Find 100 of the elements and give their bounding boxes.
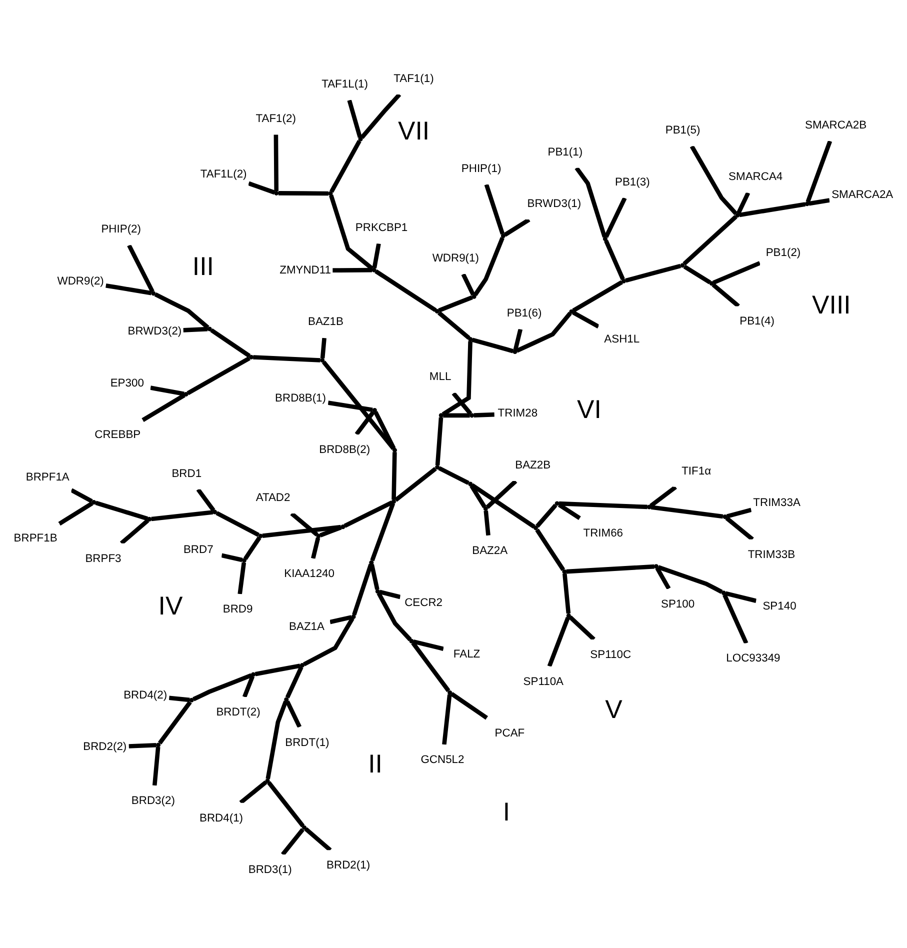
label: III bbox=[192, 252, 214, 280]
connector bbox=[736, 191, 750, 214]
connector bbox=[536, 503, 558, 528]
node-point bbox=[654, 564, 658, 568]
connector bbox=[625, 263, 682, 282]
connector bbox=[58, 501, 94, 526]
connector bbox=[372, 242, 381, 268]
connector bbox=[285, 700, 302, 728]
label: VIII bbox=[812, 291, 851, 320]
connector bbox=[392, 452, 397, 500]
node-text: PRKCBP1 bbox=[355, 222, 408, 234]
node-text: BRD9 bbox=[222, 603, 253, 616]
connector bbox=[328, 400, 373, 412]
node-point bbox=[554, 500, 560, 506]
connector bbox=[370, 564, 380, 590]
node-text: TRIM28 bbox=[498, 407, 538, 420]
node-text: SP140 bbox=[762, 600, 796, 612]
node-text: BRDT(1) bbox=[285, 736, 330, 748]
node-text: GCN5L2 bbox=[420, 754, 464, 766]
connector bbox=[128, 742, 156, 748]
connector bbox=[196, 488, 216, 512]
node-text: BRWD3(2) bbox=[128, 324, 182, 337]
connector bbox=[142, 392, 186, 422]
node-text: PB1(6) bbox=[506, 307, 542, 320]
node-text: BRWD3(1) bbox=[527, 197, 582, 210]
connector bbox=[106, 282, 152, 295]
node-text: SMARCA2B bbox=[804, 118, 867, 131]
connector bbox=[442, 340, 472, 416]
node-text: TRIM33A bbox=[753, 496, 800, 509]
label: IV bbox=[158, 592, 183, 620]
connector bbox=[278, 190, 328, 196]
connector bbox=[486, 479, 518, 508]
connector bbox=[150, 385, 184, 396]
node-text: CECR2 bbox=[404, 596, 442, 608]
node-point bbox=[438, 412, 444, 418]
node-point bbox=[448, 690, 452, 694]
connector bbox=[726, 507, 752, 518]
node-text: SP110A bbox=[523, 675, 564, 688]
connector bbox=[452, 391, 472, 415]
connector bbox=[558, 500, 648, 509]
connector bbox=[808, 198, 830, 206]
node-point bbox=[372, 267, 376, 272]
node-text: PB1(3) bbox=[614, 176, 650, 188]
node-text: TRIM66 bbox=[583, 526, 624, 539]
connector bbox=[806, 140, 832, 202]
connector bbox=[120, 518, 150, 544]
connector bbox=[572, 310, 600, 328]
node-point bbox=[358, 136, 363, 141]
node-text: WDR9(2) bbox=[57, 274, 104, 287]
node-point bbox=[569, 308, 574, 314]
connector bbox=[330, 614, 352, 624]
node-point bbox=[566, 612, 571, 618]
connector bbox=[461, 272, 476, 296]
connector bbox=[484, 510, 490, 536]
node-point bbox=[156, 742, 161, 747]
label: V bbox=[605, 696, 622, 724]
connector bbox=[604, 239, 625, 280]
connector bbox=[650, 504, 724, 518]
connector bbox=[376, 592, 412, 641]
connector bbox=[352, 563, 373, 616]
node-text: ZMYND11 bbox=[280, 264, 332, 276]
connector bbox=[374, 268, 437, 312]
node-point bbox=[392, 447, 397, 452]
node-point bbox=[721, 590, 726, 595]
connector bbox=[722, 593, 748, 644]
connector bbox=[304, 826, 332, 852]
node-text: BAZ2B bbox=[515, 458, 551, 471]
node-point bbox=[207, 326, 212, 331]
connector bbox=[216, 510, 260, 536]
node-text: PB1(2) bbox=[766, 246, 801, 259]
connector bbox=[253, 354, 320, 362]
connector bbox=[394, 466, 437, 502]
connector bbox=[95, 500, 148, 520]
node-text: TIF1α bbox=[682, 464, 712, 477]
node-point bbox=[147, 516, 152, 521]
connector bbox=[332, 267, 372, 272]
node-point bbox=[435, 464, 440, 470]
connector bbox=[285, 666, 304, 698]
node-text: BRPF1B bbox=[14, 532, 58, 544]
connector bbox=[330, 139, 362, 192]
node-point bbox=[328, 190, 333, 196]
node-point bbox=[468, 336, 473, 342]
node-text: BRD8B(1) bbox=[275, 392, 326, 404]
node-point bbox=[500, 233, 506, 238]
node-point bbox=[470, 412, 474, 418]
connector bbox=[280, 828, 304, 856]
connector bbox=[655, 566, 671, 590]
connector bbox=[724, 590, 757, 602]
connector bbox=[354, 410, 376, 436]
connector bbox=[443, 412, 470, 418]
connector bbox=[379, 589, 401, 599]
node-point bbox=[680, 262, 685, 268]
node-text: KIAA1240 bbox=[284, 568, 334, 580]
connector bbox=[239, 780, 268, 804]
connector bbox=[267, 780, 305, 827]
node-text: TAF1(2) bbox=[256, 112, 296, 125]
node-point bbox=[265, 778, 270, 783]
node-point bbox=[151, 290, 156, 296]
node-point bbox=[709, 280, 714, 286]
connector bbox=[186, 356, 250, 395]
